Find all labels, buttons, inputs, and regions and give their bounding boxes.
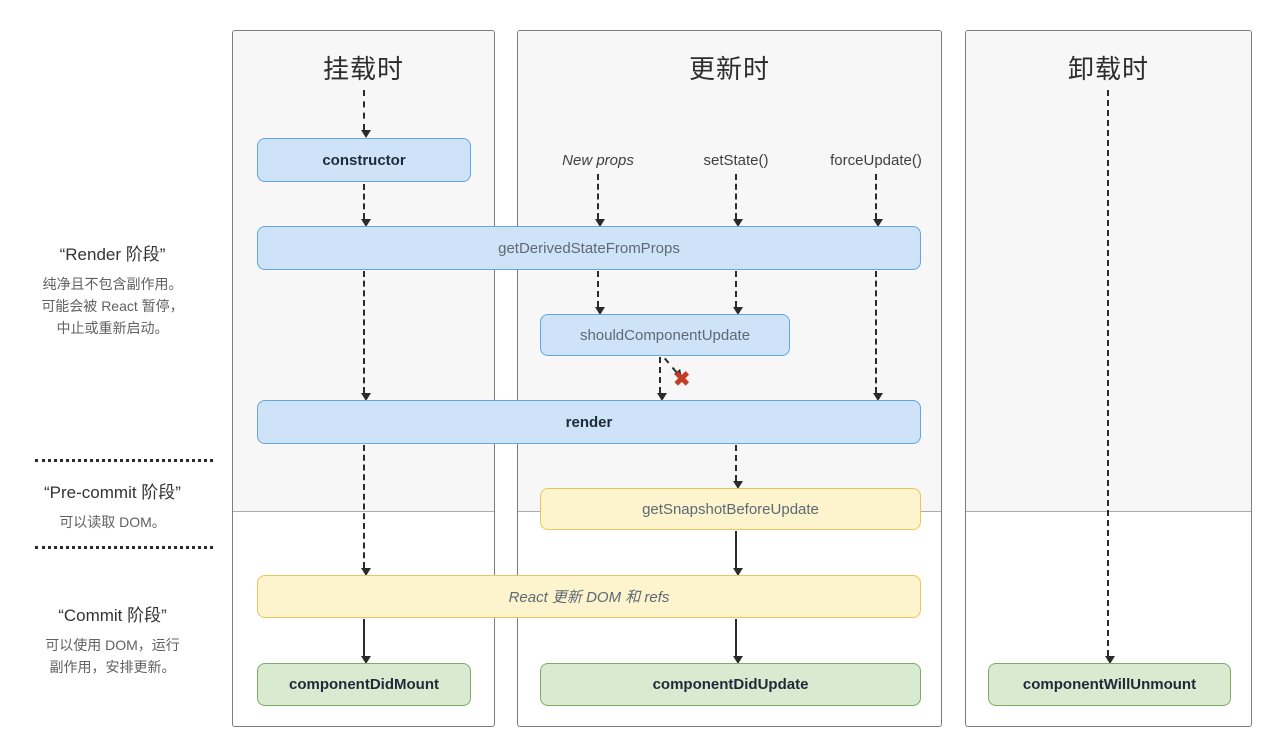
arrow-unmount-to-cwu [1105, 90, 1115, 664]
component-did-mount-box[interactable]: componentDidMount [257, 663, 471, 706]
updating-panel: 更新时 [517, 30, 942, 727]
updating-column-title: 更新时 [688, 54, 770, 84]
phase-separator [35, 546, 213, 549]
constructor-box[interactable]: constructor [257, 138, 471, 182]
arrow-forceupdate-to-gdsfp [873, 174, 883, 227]
get-snapshot-before-update-box[interactable]: getSnapshotBeforeUpdate [540, 488, 921, 530]
set-state-label: setState() [703, 152, 769, 169]
pre-commit-phase-title: “Pre-commit 阶段” [44, 483, 181, 502]
halt-icon: ✖ [673, 368, 691, 391]
arrow-gdsfp-to-scu-left [595, 271, 605, 315]
new-props-label: New props [562, 152, 634, 169]
component-will-unmount-box[interactable]: componentWillUnmount [988, 663, 1231, 706]
arrow-mount-to-constructor [361, 90, 371, 138]
force-update-label: forceUpdate() [830, 152, 922, 169]
render-phase-title: “Render 阶段” [59, 245, 166, 264]
react-updates-dom-box: React 更新 DOM 和 refs [257, 575, 921, 618]
arrow-render-to-gsbu [733, 445, 743, 489]
arrow-gsbu-to-commit [733, 531, 743, 576]
arrow-render-to-commit-mount [361, 445, 371, 576]
arrow-newprops-to-gdsfp [595, 174, 605, 227]
pre-commit-phase-label: “Pre-commit 阶段” 可以读取 DOM。 [10, 478, 215, 533]
arrow-commit-to-cdm [361, 619, 371, 664]
arrow-setstate-to-gdsfp [733, 174, 743, 227]
arrow-gdsfp-to-render-mount [361, 271, 371, 401]
arrow-commit-to-cdu [733, 619, 743, 664]
arrow-gdsfp-to-scu-right [733, 271, 743, 315]
should-component-update-box[interactable]: shouldComponentUpdate [540, 314, 790, 356]
render-phase-label: “Render 阶段” 纯净且不包含副作用。 可能会被 React 暂停， 中止… [10, 240, 215, 339]
arrow-scu-to-render [657, 357, 667, 401]
commit-phase-desc: 可以使用 DOM，运行 副作用，安排更新。 [45, 637, 180, 675]
unmounting-column-title: 卸载时 [1067, 54, 1149, 84]
arrow-forceupdate-to-render [873, 271, 883, 401]
commit-phase-title: “Commit 阶段” [58, 606, 167, 625]
pre-commit-phase-desc: 可以读取 DOM。 [59, 514, 166, 530]
commit-phase-label: “Commit 阶段” 可以使用 DOM，运行 副作用，安排更新。 [10, 601, 215, 678]
phase-separator [35, 459, 213, 462]
render-phase-desc: 纯净且不包含副作用。 可能会被 React 暂停， 中止或重新启动。 [41, 276, 184, 336]
component-did-update-box[interactable]: componentDidUpdate [540, 663, 921, 706]
render-box[interactable]: render [257, 400, 921, 444]
arrow-constructor-to-gdsfp [361, 184, 371, 227]
mounting-column-title: 挂载时 [322, 54, 404, 84]
get-derived-state-from-props-box[interactable]: getDerivedStateFromProps [257, 226, 921, 270]
